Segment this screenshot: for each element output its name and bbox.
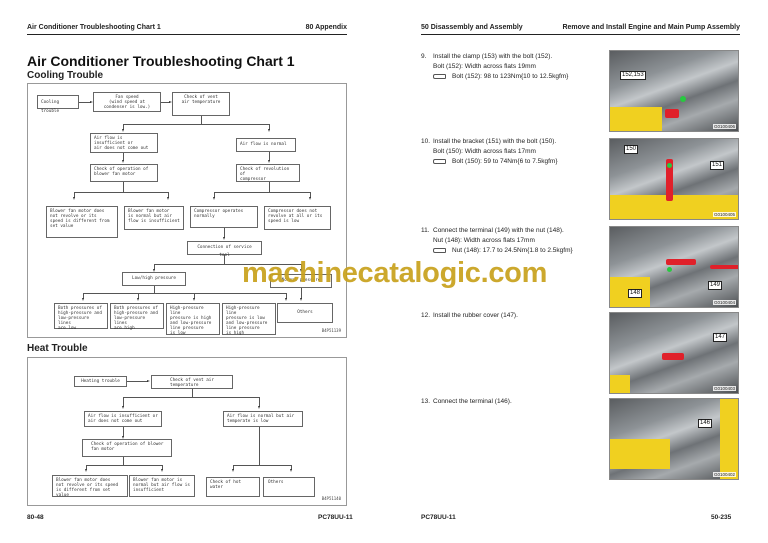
page-title: Air Conditioner Troubleshooting Chart 1: [27, 53, 295, 69]
node-blower-not-revolve: Blower fan motor does not revolve or its…: [46, 206, 118, 238]
step-12-photo: 147 G0100403: [609, 312, 739, 394]
step-11-photo: 148 149 G0100404: [609, 226, 739, 308]
watermark: machinecatalogic.com: [242, 257, 548, 289]
cooling-trouble-chart: Cooling trouble Fan speed (wind speed at…: [27, 83, 347, 338]
node-others-heat: Others: [263, 477, 315, 497]
torque-spec: Nut (148): 17.7 to 24.5Nm{1.8 to 2.5kgfm…: [433, 246, 573, 256]
node-check-blower-heat: Check of operation of blower fan motor: [82, 439, 172, 457]
figure-code: B4P51140: [321, 496, 341, 501]
node-check-hot-water: Check of hot water: [206, 477, 260, 497]
node-both-high: Both pressures of high-pressure and low-…: [110, 303, 164, 331]
node-blower-not-revolve-heat: Blower fan motor does not revolve or its…: [52, 475, 128, 498]
step-13-photo: 146 G0100402: [609, 398, 739, 480]
node-air-normal: Air flow is normal: [236, 138, 296, 152]
running-header-left: Air Conditioner Troubleshooting Chart 1: [27, 24, 161, 31]
node-blower-normal-heat: Blower fan motor is normal but air flow …: [129, 475, 195, 497]
step-detail: Bolt (150): Width across flats 17mm: [433, 148, 536, 155]
model-code-right: PC78UU-11: [421, 514, 456, 521]
header-rule: [27, 34, 347, 35]
node-air-normal-temp-low: Air flow is normal but air temperate is …: [223, 411, 303, 427]
step-10-photo: 150 151 G0100405: [609, 138, 739, 220]
step-detail: Bolt (152): Width across flats 19mm: [433, 63, 536, 70]
node-fan-speed: Fan speed (wind speed at condenser is lo…: [93, 92, 161, 112]
node-high-high-low-low: High-pressure line pressure is high and …: [166, 303, 220, 336]
node-air-insufficient: Air flow is insufficient or air does not…: [90, 133, 158, 153]
step-text: Connect the terminal (146).: [433, 398, 512, 405]
header-rule: [421, 34, 740, 35]
heat-trouble-chart: Heating trouble Check of vent air temper…: [27, 357, 347, 506]
node-others: Others: [277, 303, 333, 323]
torque-spec: Bolt (150): 59 to 74Nm{6 to 7.5kgfm}: [433, 157, 558, 167]
node-normal-pressure: Normal pressure: [270, 274, 332, 288]
node-service-tool: Connection of service tool: [187, 241, 262, 258]
figure-code: B4P51139: [321, 328, 341, 333]
node-check-vent-air-heat: Check of vent air temperature: [151, 375, 233, 389]
step-text: Install the bracket (151) with the bolt …: [433, 138, 557, 145]
node-air-insufficient-heat: Air flow is insufficient or air does not…: [84, 411, 162, 427]
torque-wrench-icon: [433, 73, 446, 79]
node-compressor-normal: Compressor operates normally: [190, 206, 258, 228]
running-header-right: 80 Appendix: [305, 24, 347, 31]
torque-wrench-icon: [433, 247, 446, 253]
left-page: Air Conditioner Troubleshooting Chart 1 …: [27, 24, 353, 521]
right-page: 50 Disassembly and Assembly Remove and I…: [421, 24, 740, 521]
section-heading-heat: Heat Trouble: [27, 343, 88, 354]
torque-wrench-icon: [433, 158, 446, 164]
node-check-blower: Check of operation of blower fan motor: [90, 164, 158, 182]
step-text: Install the clamp (153) with the bolt (1…: [433, 53, 553, 60]
node-check-compressor: Check of revolution of compressor: [236, 164, 300, 182]
node-cooling-trouble: Cooling trouble: [37, 95, 79, 114]
node-high-low-low-high: High-pressure line pressure is low and l…: [222, 303, 276, 336]
page-number-right: 50-235: [711, 514, 732, 521]
step-text: Connect the terminal (149) with the nut …: [433, 227, 564, 234]
node-heating-trouble: Heating trouble: [74, 376, 127, 387]
step-9-photo: 152,153 G0100406: [609, 50, 739, 132]
node-compressor-not-revolve: Compressor does not revolve at all or it…: [264, 206, 331, 230]
node-low-high-pressure: Low/high pressure: [122, 272, 186, 286]
node-both-low: Both pressures of high-pressure and low-…: [54, 303, 108, 331]
running-header-right: Remove and Install Engine and Main Pump …: [562, 24, 740, 31]
running-header-left: 50 Disassembly and Assembly: [421, 24, 523, 31]
node-check-vent-air: Check of vent air temperature: [172, 92, 230, 116]
model-code-left: PC78UU-11: [318, 514, 353, 521]
step-text: Install the rubber cover (147).: [433, 312, 518, 319]
node-blower-normal: Blower fan motor is normal but air flow …: [124, 206, 184, 230]
section-heading-cooling: Cooling Trouble: [27, 70, 104, 81]
page-number-left: 80-48: [27, 514, 44, 521]
step-detail: Nut (148): Width across flats 17mm: [433, 237, 535, 244]
torque-spec: Bolt (152): 98 to 123Nm{10 to 12.5kgfm}: [433, 72, 568, 82]
